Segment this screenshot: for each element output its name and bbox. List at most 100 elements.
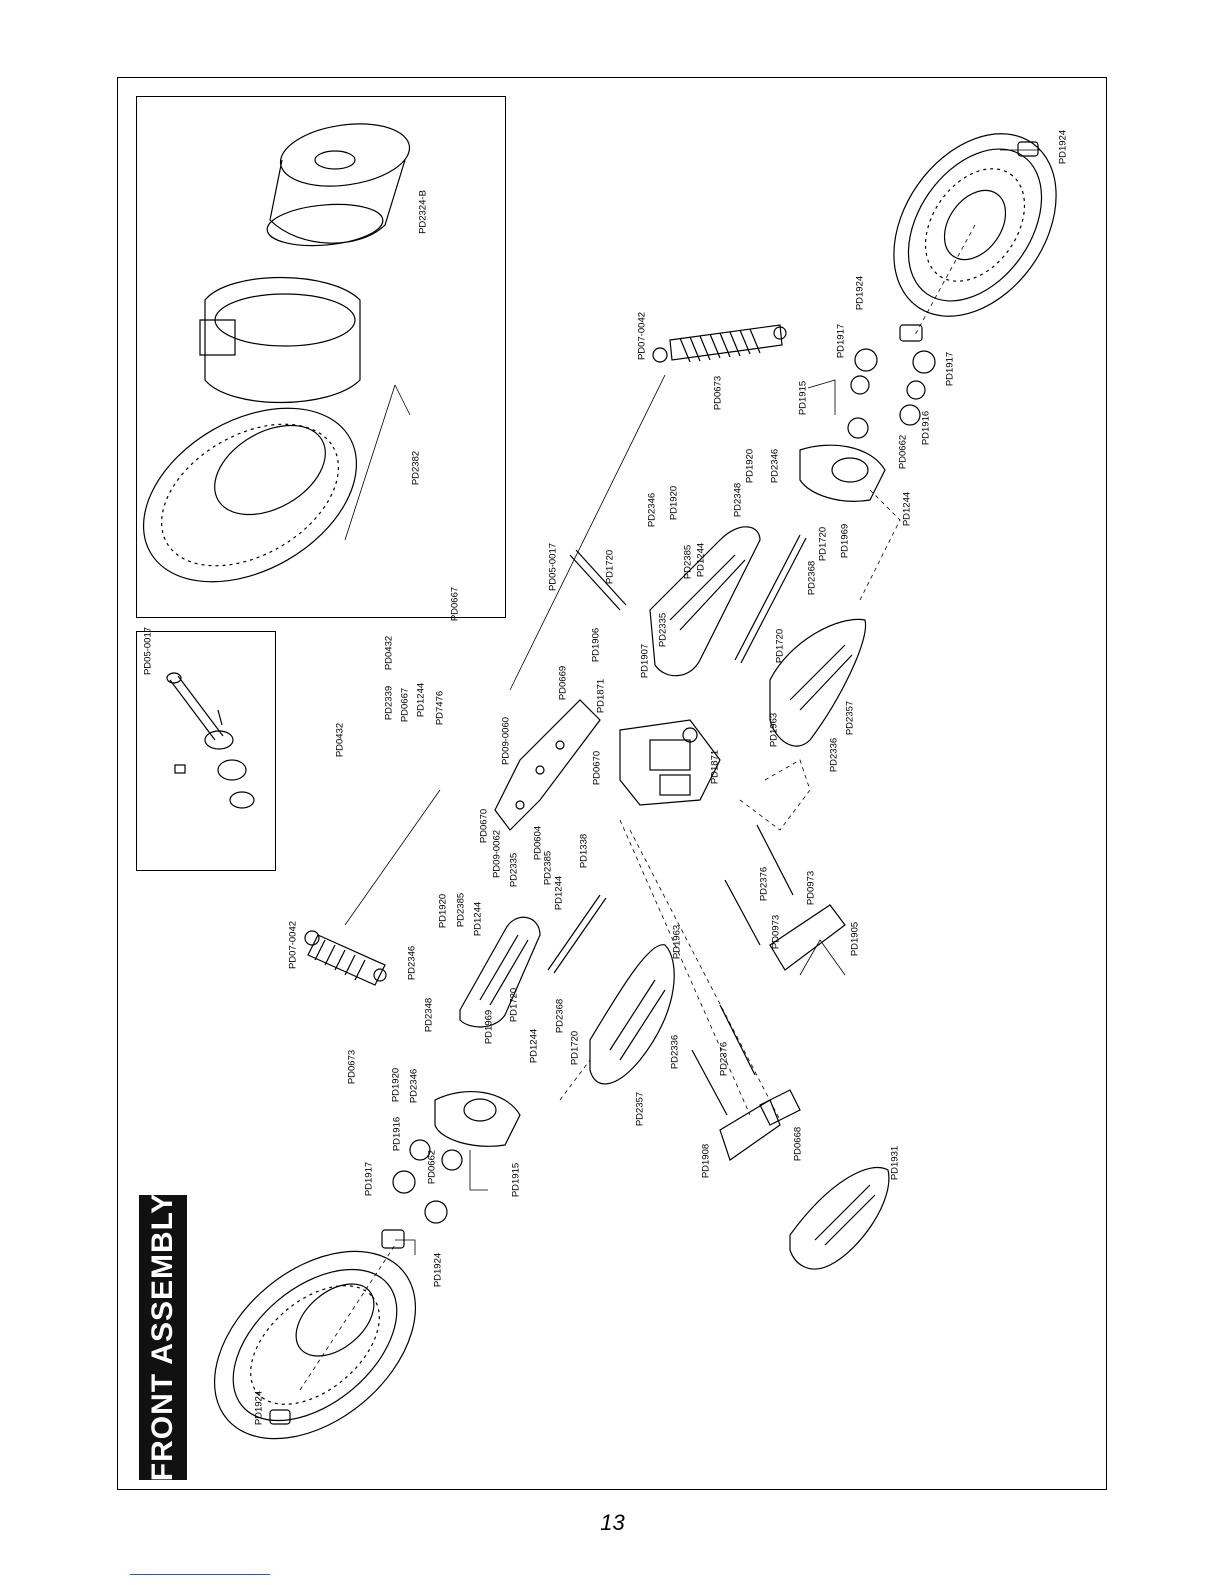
part-label: PD2385 [455, 892, 467, 928]
part-label: PD2385 [682, 544, 694, 580]
part-label: PD1908 [700, 1143, 712, 1179]
part-label: PD1244 [901, 491, 913, 527]
part-label: PD1244 [472, 901, 484, 937]
part-label: PD1931 [889, 1145, 901, 1181]
shock-top [652, 324, 787, 363]
part-label: PD2357 [844, 700, 856, 736]
part-label: PD1924 [1057, 129, 1069, 165]
part-label: PD2346 [406, 945, 418, 981]
part-label: PD1907 [639, 643, 651, 679]
part-label: PD1924 [432, 1252, 444, 1288]
diagram-frame [117, 77, 1107, 1490]
part-label: PD0670 [591, 750, 603, 786]
part-label: PD1244 [695, 542, 707, 578]
part-label: PD2346 [408, 1068, 420, 1104]
part-label: PD1924 [253, 1390, 265, 1426]
part-label: PD09-0060 [500, 716, 512, 766]
axle-inset-drawing [166, 672, 255, 809]
driveshaft-left [547, 894, 607, 974]
page-number: 13 [600, 1510, 625, 1535]
wheel-nut-top [1017, 141, 1039, 157]
tire-inset-box [136, 96, 506, 618]
part-label: PD1916 [920, 410, 932, 446]
part-label: PD0432 [334, 722, 346, 758]
part-label: PD1969 [483, 1009, 495, 1045]
upper-plate [494, 699, 601, 831]
part-label: PD1906 [590, 627, 602, 663]
driveshaft-top [569, 534, 807, 664]
part-label: PD0669 [557, 665, 569, 701]
tire-inset [142, 407, 358, 583]
part-label: PD2336 [669, 1034, 681, 1070]
part-label: PD0668 [792, 1126, 804, 1162]
section-title: FRONT ASSEMBLY [146, 1192, 179, 1482]
part-label: PD2368 [554, 998, 566, 1034]
dashed-guides [299, 224, 976, 1391]
part-label: PD1720 [569, 1030, 581, 1066]
lower-arm-left [459, 916, 541, 1028]
part-label: PD07-0042 [287, 920, 299, 970]
part-label: PD05-0017 [142, 626, 154, 676]
part-label: PD2346 [646, 492, 658, 528]
part-label: PD1916 [391, 1116, 403, 1152]
part-label: PD1244 [553, 875, 565, 911]
part-label: PD0670 [478, 808, 490, 844]
part-label: PD0662 [897, 434, 909, 470]
part-label: PD1917 [944, 351, 956, 387]
shock-left [304, 930, 387, 986]
gearbox [619, 719, 721, 806]
axle-inset-box [136, 631, 276, 871]
part-label: PD1905 [849, 921, 861, 957]
foam-insert [199, 276, 361, 404]
part-label: PD7476 [434, 690, 446, 726]
part-label: PD2339 [383, 685, 395, 721]
part-label: PD1244 [528, 1028, 540, 1064]
part-label: PD1720 [604, 549, 616, 585]
part-label: PD1720 [508, 987, 520, 1023]
part-label: PD0662 [426, 1149, 438, 1185]
part-label: PD0673 [712, 375, 724, 411]
lower-arm-top [649, 526, 761, 677]
part-label: PD1963 [768, 712, 780, 748]
part-label: PD2348 [423, 997, 435, 1033]
part-label: PD1963 [671, 924, 683, 960]
part-label: PD09-0062 [491, 829, 503, 879]
bumper [789, 1166, 890, 1270]
knuckle-top [799, 324, 936, 502]
arm-mount-right [719, 904, 846, 1161]
part-label: PD1871 [595, 678, 607, 714]
part-label: PD2324-B [417, 190, 429, 234]
part-label: PD0667 [399, 687, 411, 723]
part-label: PD1917 [835, 323, 847, 359]
part-label: PD2336 [828, 737, 840, 773]
part-label: PD2382 [410, 450, 422, 486]
lower-arm-bottom [589, 944, 675, 1085]
part-label: PD07-0042 [636, 311, 648, 361]
part-label: PD1920 [390, 1067, 402, 1103]
part-label: PD1244 [415, 682, 427, 718]
part-label: PD05-0017 [547, 542, 559, 592]
part-label: PD0667 [449, 586, 461, 622]
hinge-pins [691, 824, 794, 1116]
part-label: PD0973 [770, 914, 782, 950]
part-label: PD1920 [437, 893, 449, 929]
part-label: PD2376 [718, 1041, 730, 1077]
section-title-bar [139, 1195, 187, 1480]
part-label: PD0673 [346, 1049, 358, 1085]
tire-bottom-left [213, 1250, 417, 1440]
part-label: PD1917 [363, 1161, 375, 1197]
part-label: PD1969 [839, 523, 851, 559]
part-label: PD0973 [805, 870, 817, 906]
part-label: PD2385 [542, 850, 554, 886]
part-label: PD1915 [797, 380, 809, 416]
part-label: PD2346 [769, 448, 781, 484]
wheel-nut-bottom [269, 1409, 291, 1425]
footer-line [130, 1574, 270, 1575]
part-label: PD2368 [806, 560, 818, 596]
part-label: PD2335 [508, 852, 520, 888]
part-label: PD2376 [758, 866, 770, 902]
part-label: PD1920 [668, 485, 680, 521]
part-label: PD2348 [732, 482, 744, 518]
part-label: PD1915 [510, 1162, 522, 1198]
